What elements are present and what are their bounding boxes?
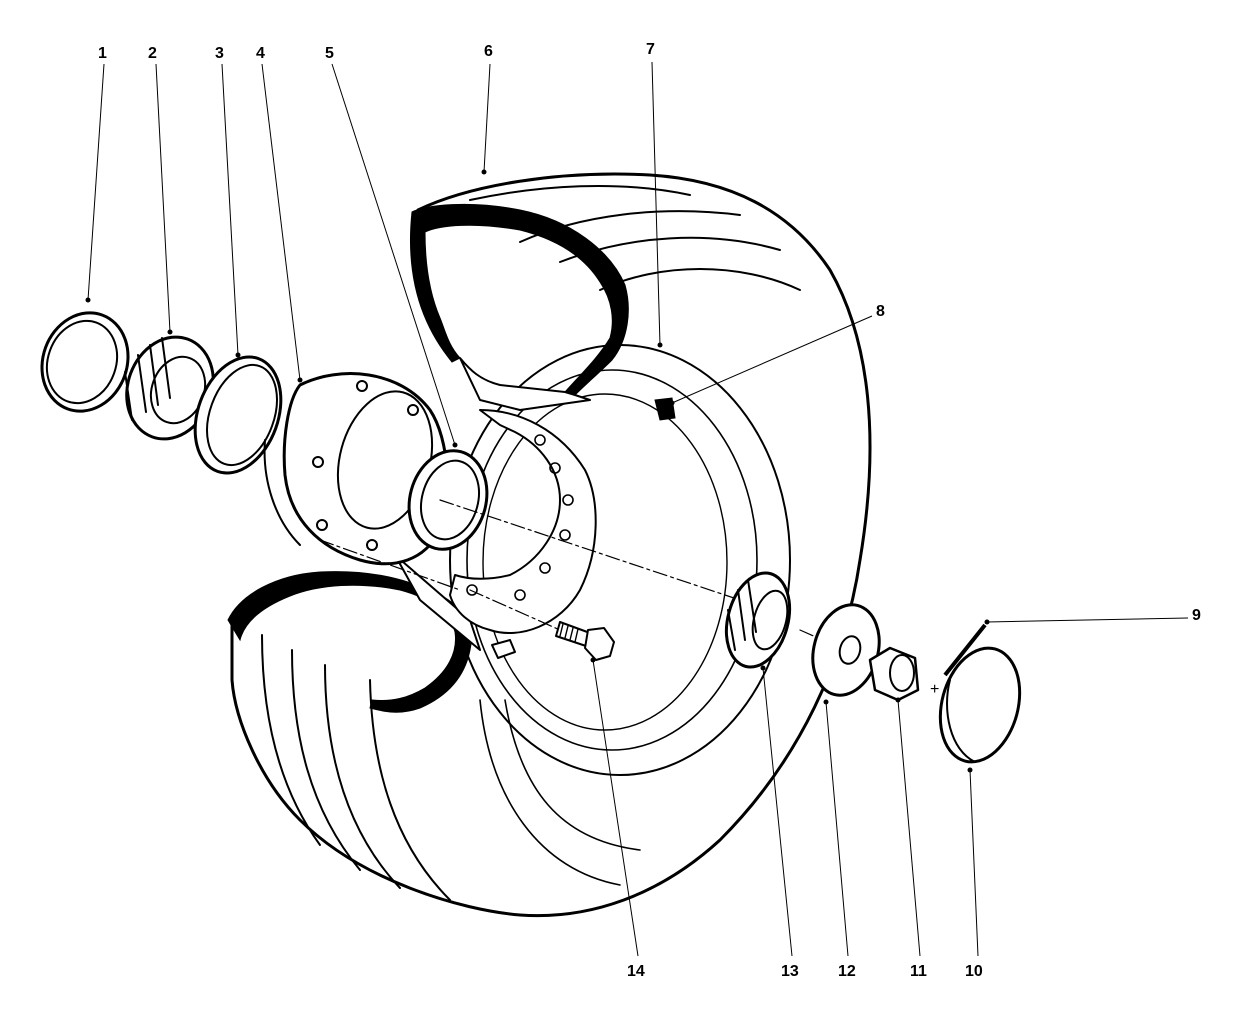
callout-9: 9 bbox=[1192, 607, 1201, 624]
wheel-bolt bbox=[555, 621, 615, 661]
leader-dots bbox=[85, 169, 990, 773]
callout-6: 6 bbox=[484, 43, 493, 60]
cross-mark: + bbox=[930, 681, 939, 698]
callout-10: 10 bbox=[965, 963, 983, 980]
leader-lines bbox=[87, 61, 1189, 957]
callout-11: 11 bbox=[910, 963, 927, 980]
callout-14: 14 bbox=[627, 963, 645, 980]
castle-nut bbox=[868, 646, 920, 702]
callout-5: 5 bbox=[325, 45, 334, 62]
hub-cap bbox=[938, 646, 1022, 764]
hub bbox=[263, 372, 449, 566]
cotter-pin bbox=[943, 623, 987, 677]
callout-13: 13 bbox=[781, 963, 799, 980]
callout-3: 3 bbox=[215, 45, 224, 62]
callout-7: 7 bbox=[646, 41, 655, 58]
bearing-cup bbox=[193, 355, 283, 475]
grease-seal bbox=[40, 311, 130, 413]
callout-4: 4 bbox=[256, 45, 265, 62]
callout-1: 1 bbox=[98, 45, 107, 62]
inner-bearing bbox=[724, 571, 792, 669]
outer-bearing bbox=[124, 335, 215, 441]
callout-8: 8 bbox=[876, 303, 885, 320]
callout-12: 12 bbox=[838, 963, 856, 980]
wheel-disc bbox=[449, 397, 676, 659]
inner-bearing-cup bbox=[407, 449, 489, 551]
callout-2: 2 bbox=[148, 45, 157, 62]
